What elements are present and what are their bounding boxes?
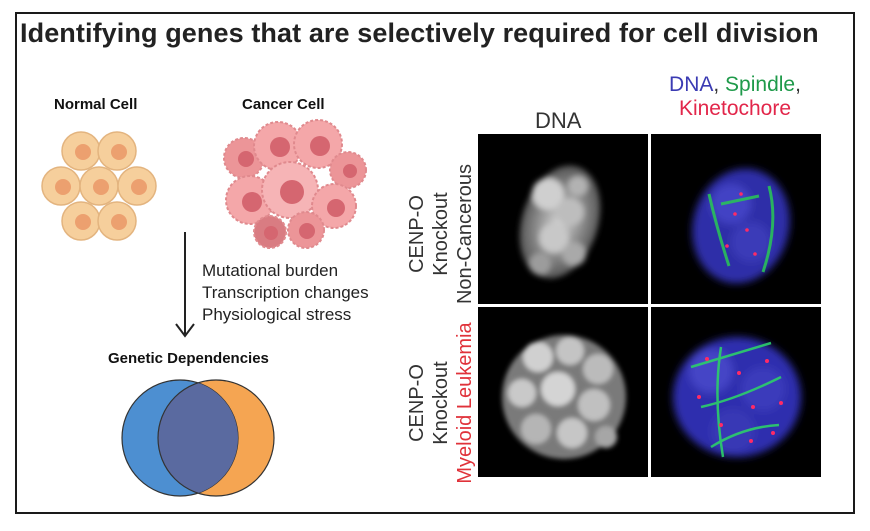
reason-list: Mutational burden Transcription changes … [202, 260, 369, 326]
reason-mutational-burden: Mutational burden [202, 261, 339, 280]
cancer-cell-cluster [223, 119, 367, 249]
legend-spindle: Spindle [725, 73, 796, 96]
reason-transcription-changes: Transcription changes [202, 283, 369, 302]
panel-merge-myeloid-leukemia [651, 307, 821, 477]
panel-dna-non-cancerous [478, 134, 648, 304]
dna-column-header: DNA [535, 108, 582, 133]
row-label-non-cancerous: CENP-O Knockout Non-Cancerous [406, 163, 476, 305]
normal-cell-label: Normal Cell [54, 96, 138, 113]
down-arrow-icon [175, 232, 195, 338]
legend-dna: DNA [669, 73, 714, 96]
merge-column-header: DNA, Spindle, Kinetochore [669, 73, 801, 120]
reason-physiological-stress: Physiological stress [202, 305, 352, 324]
panel-merge-non-cancerous [651, 134, 821, 304]
panel-dna-myeloid-leukemia [478, 307, 648, 477]
venn-diagram [121, 379, 275, 497]
legend-kinetochore: Kinetochore [678, 97, 792, 120]
genetic-dependencies-label: Genetic Dependencies [108, 350, 269, 367]
figure-title: Identifying genes that are selectively r… [20, 18, 819, 48]
normal-cell-cluster [41, 131, 157, 241]
cancer-cell-label: Cancer Cell [242, 96, 325, 113]
row-label-myeloid-leukemia: CENP-O Knockout Myeloid Leukemia [406, 322, 476, 484]
